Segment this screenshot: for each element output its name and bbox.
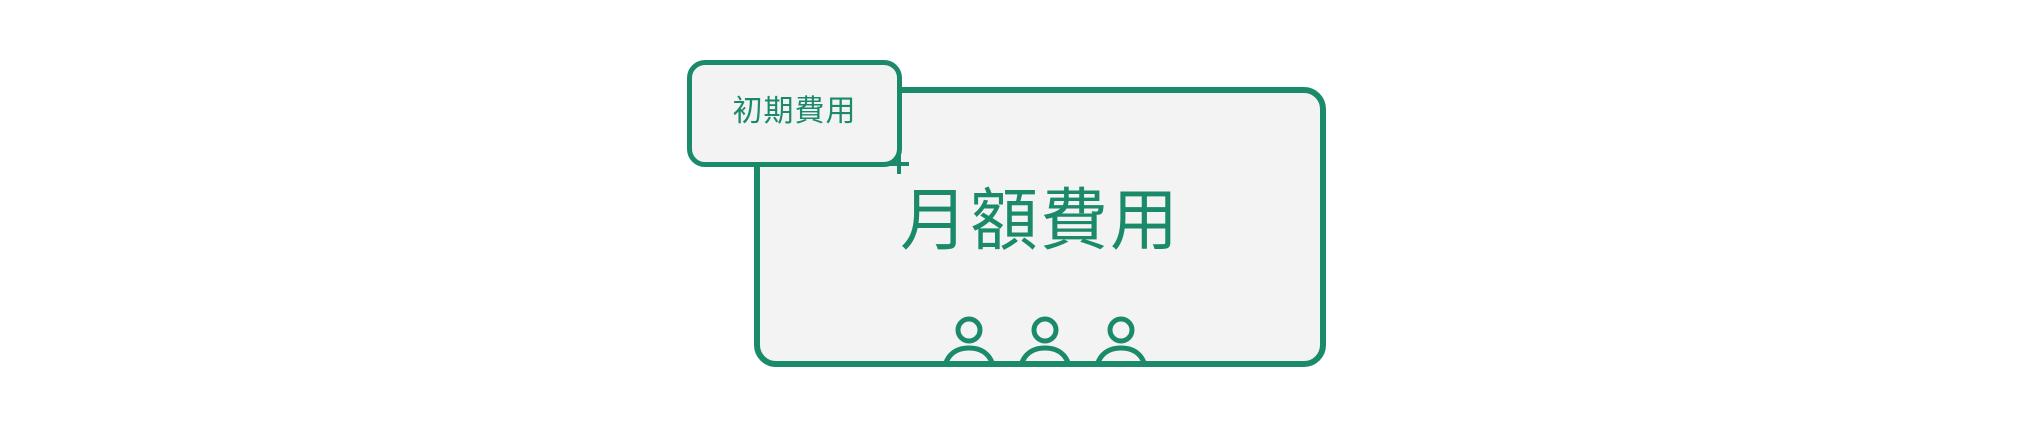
plus-icon <box>889 154 909 174</box>
person-icon <box>944 316 994 361</box>
initial-cost-card: 初期費用 <box>687 60 902 167</box>
person-icon <box>1020 316 1070 361</box>
person-icon <box>1096 316 1146 361</box>
monthly-cost-label: 月額費用 <box>899 182 1180 261</box>
people-group <box>940 315 1160 361</box>
initial-cost-label: 初期費用 <box>732 94 857 129</box>
